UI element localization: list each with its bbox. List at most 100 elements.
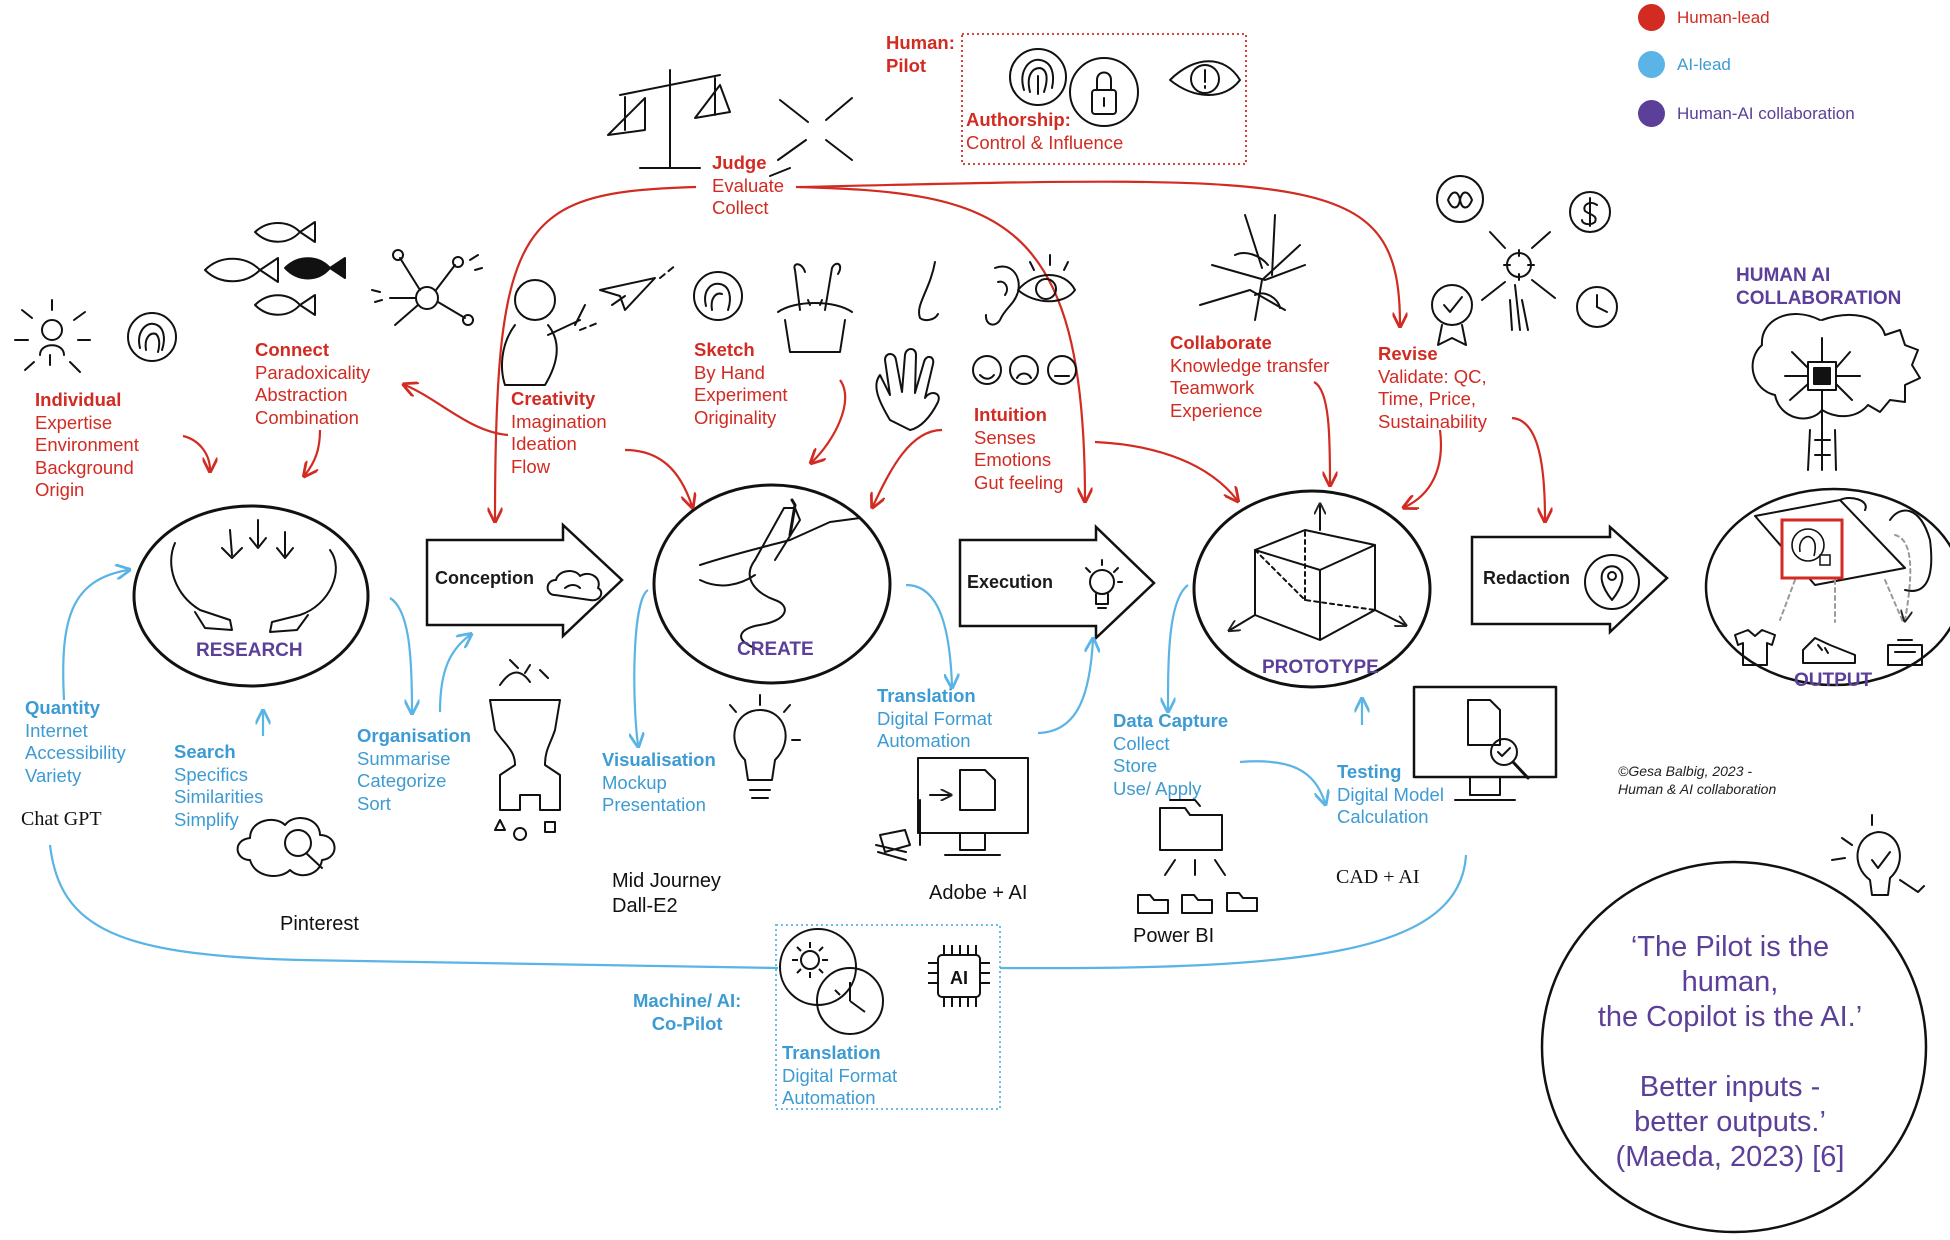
lightbulb-icon <box>729 694 801 799</box>
sketch-heading: Sketch <box>694 339 755 360</box>
brain-chip-gear-icon <box>1751 313 1921 471</box>
legend-collab-label: Human-AI collaboration <box>1677 103 1855 123</box>
tool-chatgpt: Chat GPT <box>21 808 102 830</box>
tool-pinterest: Pinterest <box>280 913 359 935</box>
copilot-title: Machine/ AI: Co-Pilot <box>633 990 741 1035</box>
legend-collab-dot <box>1638 100 1665 127</box>
tool-powerbi: Power BI <box>1133 925 1215 947</box>
creativity-block: Creativity Imagination Ideation Flow <box>511 388 607 478</box>
tool-cad: CAD + AI <box>1336 866 1420 888</box>
sketch-line: By Hand <box>694 361 765 383</box>
copilot-icons <box>779 928 990 1035</box>
bulb-check-icon <box>1831 814 1925 896</box>
prototype-circle <box>1192 489 1432 689</box>
revise-block: Revise Validate: QC, Time, Price, Sustai… <box>1378 343 1487 433</box>
translation-line: Digital Format <box>877 707 993 729</box>
organisation-line: Categorize <box>357 770 447 791</box>
tool-adobe: Adobe + AI <box>929 882 1028 904</box>
copilot-heading: Translation <box>782 1042 881 1063</box>
credit-note: ©Gesa Balbig, 2023 - Human & AI collabor… <box>1618 762 1776 798</box>
tool-midjourney-line: Dall-E2 <box>612 895 678 917</box>
hai-title-line: HUMAN AI <box>1736 265 1831 286</box>
quote-line: ‘The Pilot is the <box>1630 931 1830 963</box>
nose-icon <box>918 261 939 322</box>
search-line: Simplify <box>174 808 239 830</box>
quote-line: human, <box>1681 966 1779 998</box>
collaborate-line: Knowledge transfer <box>1170 354 1330 376</box>
pilot-heading: Authorship: <box>966 109 1071 130</box>
connect-line: Paradoxicality <box>255 361 371 383</box>
data-capture-line: Store <box>1113 755 1158 776</box>
search-heading: Search <box>174 741 236 762</box>
quote-line: Better inputs - <box>1639 1071 1821 1103</box>
legend-human-dot <box>1638 4 1665 31</box>
scales-icon <box>607 69 731 169</box>
collaborate-heading: Collaborate <box>1170 332 1272 353</box>
fish-icon <box>204 221 346 316</box>
organisation-block: Organisation Summarise Categorize Sort <box>357 725 471 815</box>
copilot-title-line: Machine/ AI: <box>633 990 742 1011</box>
copilot-line: Digital Format <box>782 1064 898 1086</box>
research-circle <box>132 504 370 688</box>
individual-line: Origin <box>35 479 85 500</box>
testing-line: Calculation <box>1337 806 1429 827</box>
hai-collaboration-title: HUMAN AI COLLABORATION <box>1736 264 1901 310</box>
create-circle <box>652 483 892 685</box>
pilot-body: Control & Influence <box>966 131 1124 153</box>
search-line: Similarities <box>174 786 264 807</box>
testing-line: Digital Model <box>1337 783 1444 805</box>
monitor-document-icon <box>875 757 1029 861</box>
data-capture-line: Collect <box>1113 732 1170 754</box>
data-capture-line: Use/ Apply <box>1113 777 1202 799</box>
pilot-title: Human: Pilot <box>886 32 955 77</box>
folder-tree-icon <box>1137 799 1258 914</box>
ear-icon <box>984 265 1020 326</box>
creativity-heading: Creativity <box>511 388 596 409</box>
hand-icon <box>875 348 940 431</box>
credit-line: Human & AI collaboration <box>1618 781 1777 797</box>
person-radiating-icon <box>14 299 91 373</box>
pilot-title-line: Human: <box>886 32 955 53</box>
legend-collab: Human-AI collaboration <box>1638 100 1855 127</box>
intuition-line: Gut feeling <box>974 471 1064 493</box>
copilot-box <box>775 924 1001 1110</box>
lightbulb-icon <box>1085 559 1123 609</box>
intuition-line: Emotions <box>974 449 1052 470</box>
collaborate-line: Teamwork <box>1170 377 1255 398</box>
intuition-block: Intuition Senses Emotions Gut feeling <box>974 404 1063 494</box>
revise-line: Validate: QC, <box>1378 365 1487 387</box>
revise-heading: Revise <box>1378 343 1438 364</box>
hai-title-line: COLLABORATION <box>1736 288 1902 309</box>
quantity-line: Accessibility <box>25 742 126 763</box>
translation-block: Translation Digital Format Automation <box>877 685 992 753</box>
quote-line: the Copilot is the AI.’ <box>1597 1001 1863 1033</box>
translation-heading: Translation <box>877 685 976 706</box>
collaborate-line: Experience <box>1170 399 1263 421</box>
fingerprint-icon <box>127 312 177 362</box>
gear-network-icon <box>1431 175 1618 346</box>
tool-midjourney: Mid Journey Dall-E2 <box>612 869 721 919</box>
revise-line: Sustainability <box>1378 410 1488 432</box>
execution-arrow-shape <box>958 524 1156 641</box>
location-pin-icon <box>1584 554 1640 610</box>
individual-heading: Individual <box>35 389 122 410</box>
network-node-icon <box>371 249 483 326</box>
create-label: CREATE <box>737 639 814 660</box>
legend-ai-dot <box>1638 51 1665 78</box>
credit-line: ©Gesa Balbig, 2023 - <box>1618 763 1753 779</box>
data-capture-heading: Data Capture <box>1113 710 1229 731</box>
maeda-quote: ‘The Pilot is the human, the Copilot is … <box>1540 930 1920 1175</box>
testing-heading: Testing <box>1337 761 1402 782</box>
visualisation-block: Visualisation Mockup Presentation <box>602 749 716 817</box>
testing-block: Testing Digital Model Calculation <box>1337 761 1444 829</box>
legend-human-label: Human-lead <box>1677 7 1770 27</box>
tshirt-icon <box>1734 629 1776 666</box>
creativity-line: Flow <box>511 455 551 477</box>
organisation-line: Sort <box>357 792 391 814</box>
sketch-line: Experiment <box>694 384 788 405</box>
legend-ai-lead: AI-lead <box>1638 51 1731 78</box>
quote-line: better outputs.’ <box>1634 1106 1826 1138</box>
redaction-label: Redaction <box>1483 568 1571 588</box>
intuition-heading: Intuition <box>974 404 1047 425</box>
collaborate-block: Collaborate Knowledge transfer Teamwork … <box>1170 332 1329 422</box>
